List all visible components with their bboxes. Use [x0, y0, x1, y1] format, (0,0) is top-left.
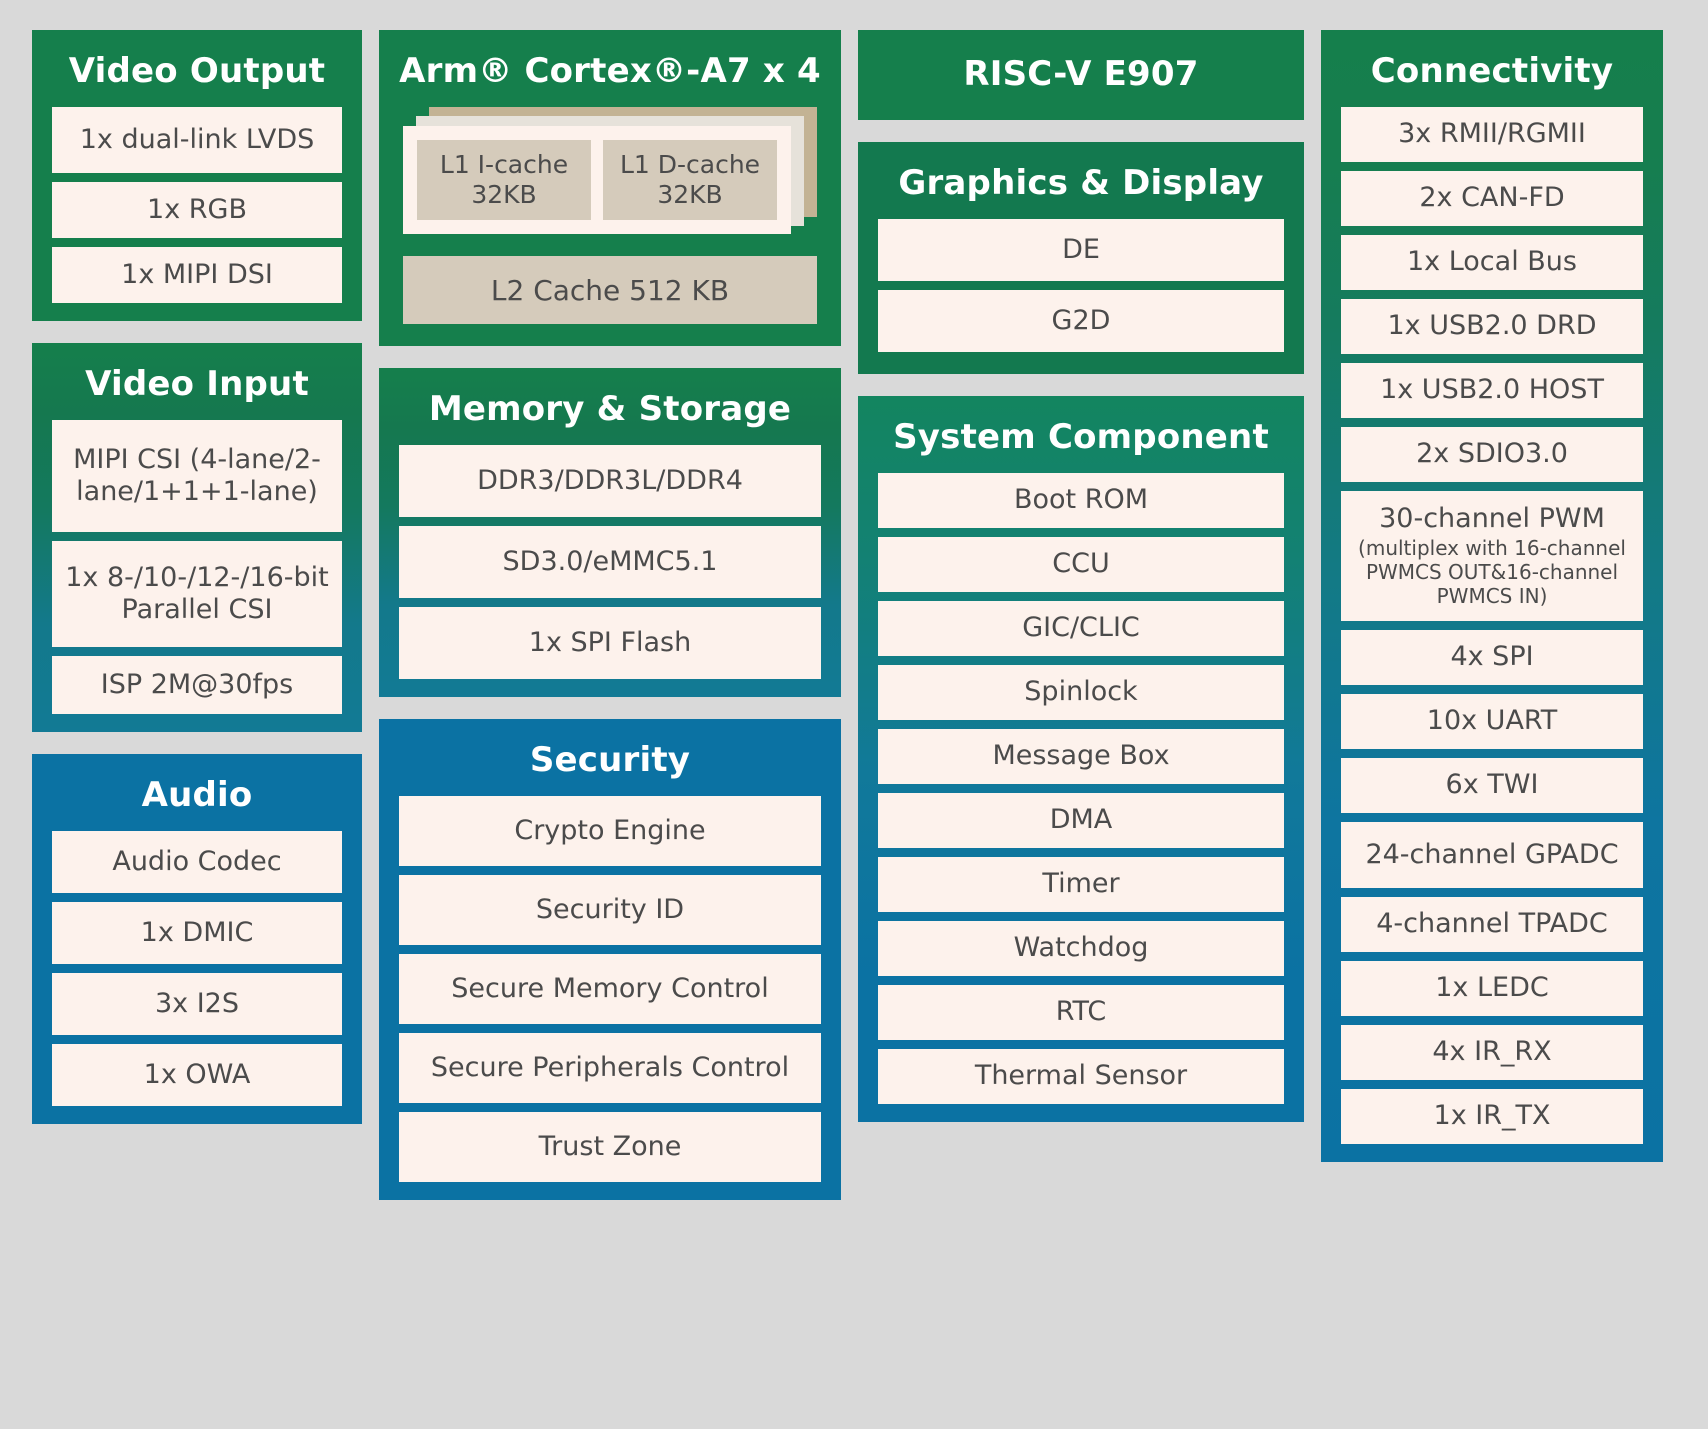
item-owa[interactable]: 1x OWA	[52, 1044, 342, 1107]
item-rtc[interactable]: RTC	[878, 985, 1284, 1041]
item-can-fd[interactable]: 2x CAN-FD	[1341, 171, 1643, 227]
item-secure-peripherals-control[interactable]: Secure Peripherals Control	[399, 1033, 821, 1104]
item-sdio[interactable]: 2x SDIO3.0	[1341, 427, 1643, 483]
item-trust-zone[interactable]: Trust Zone	[399, 1112, 821, 1183]
item-gpadc[interactable]: 24-channel GPADC	[1341, 822, 1643, 889]
panel-connectivity: Connectivity 3x RMII/RGMII 2x CAN-FD 1x …	[1321, 30, 1663, 1163]
item-tpadc[interactable]: 4-channel TPADC	[1341, 897, 1643, 953]
column-system: RISC-V E907 Graphics & Display DE G2D Sy…	[858, 30, 1304, 1123]
item-pwm-detail: (multiplex with 16-channel PWMCS OUT&16-…	[1358, 535, 1626, 609]
panel-title-system-component: System Component	[893, 417, 1269, 458]
item-parallel-csi[interactable]: 1x 8-/10-/12-/16-bit Parallel CSI	[52, 541, 342, 648]
panel-title-security: Security	[529, 740, 691, 781]
item-g2d[interactable]: G2D	[878, 290, 1284, 353]
column-left: Video Output 1x dual-link LVDS 1x RGB 1x…	[32, 30, 362, 1125]
item-mipi-dsi[interactable]: 1x MIPI DSI	[52, 247, 342, 304]
video-output-items: 1x dual-link LVDS 1x RGB 1x MIPI DSI	[52, 107, 342, 304]
item-rgb[interactable]: 1x RGB	[52, 182, 342, 239]
memory-storage-items: DDR3/DDR3L/DDR4 SD3.0/eMMC5.1 1x SPI Fla…	[399, 445, 821, 680]
panel-riscv-e907: RISC-V E907	[858, 30, 1304, 120]
item-ir-tx[interactable]: 1x IR_TX	[1341, 1089, 1643, 1145]
item-boot-rom[interactable]: Boot ROM	[878, 473, 1284, 529]
item-usb-host[interactable]: 1x USB2.0 HOST	[1341, 363, 1643, 419]
connectivity-items: 3x RMII/RGMII 2x CAN-FD 1x Local Bus 1x …	[1341, 107, 1643, 1145]
item-dma[interactable]: DMA	[878, 793, 1284, 849]
panel-title-graphics-display: Graphics & Display	[898, 163, 1264, 203]
item-thermal-sensor[interactable]: Thermal Sensor	[878, 1049, 1284, 1105]
graphics-display-items: DE G2D	[878, 219, 1284, 353]
item-ir-rx[interactable]: 4x IR_RX	[1341, 1025, 1643, 1081]
item-pwm[interactable]: 30-channel PWM (multiplex with 16-channe…	[1341, 491, 1643, 622]
panel-audio: Audio Audio Codec 1x DMIC 3x I2S 1x OWA	[32, 754, 362, 1125]
item-ccu[interactable]: CCU	[878, 537, 1284, 593]
item-dmic[interactable]: 1x DMIC	[52, 902, 342, 965]
item-spinlock[interactable]: Spinlock	[878, 665, 1284, 721]
column-cpu: Arm® Cortex®-A7 x 4 L1 I-cache 32KB L1 D…	[379, 30, 841, 1201]
panel-graphics-display: Graphics & Display DE G2D	[858, 142, 1304, 375]
panel-security: Security Crypto Engine Security ID Secur…	[379, 719, 841, 1201]
system-component-items: Boot ROM CCU GIC/CLIC Spinlock Message B…	[878, 473, 1284, 1105]
audio-items: Audio Codec 1x DMIC 3x I2S 1x OWA	[52, 831, 342, 1107]
item-twi[interactable]: 6x TWI	[1341, 758, 1643, 814]
item-ddr[interactable]: DDR3/DDR3L/DDR4	[399, 445, 821, 518]
item-audio-codec[interactable]: Audio Codec	[52, 831, 342, 894]
item-gic-clic[interactable]: GIC/CLIC	[878, 601, 1284, 657]
panel-video-input: Video Input MIPI CSI (4-lane/2-lane/1+1+…	[32, 343, 362, 733]
panel-title-arm-cortex: Arm® Cortex®-A7 x 4	[399, 51, 821, 91]
panel-title-video-input: Video Input	[85, 364, 309, 405]
item-pwm-headline: 30-channel PWM	[1379, 503, 1605, 535]
l1-dcache-box[interactable]: L1 D-cache 32KB	[603, 140, 777, 221]
cpu-core-stack: L1 I-cache 32KB L1 D-cache 32KB	[403, 107, 817, 242]
panel-memory-storage: Memory & Storage DDR3/DDR3L/DDR4 SD3.0/e…	[379, 368, 841, 698]
panel-title-audio: Audio	[141, 775, 253, 816]
l1-icache-box[interactable]: L1 I-cache 32KB	[417, 140, 591, 221]
panel-title-memory-storage: Memory & Storage	[428, 389, 792, 430]
item-isp[interactable]: ISP 2M@30fps	[52, 656, 342, 715]
security-items: Crypto Engine Security ID Secure Memory …	[399, 796, 821, 1183]
panel-title-connectivity: Connectivity	[1370, 51, 1614, 91]
item-timer[interactable]: Timer	[878, 857, 1284, 913]
panel-video-output: Video Output 1x dual-link LVDS 1x RGB 1x…	[32, 30, 362, 322]
item-spi-flash[interactable]: 1x SPI Flash	[399, 607, 821, 680]
diagram-columns: Video Output 1x dual-link LVDS 1x RGB 1x…	[32, 30, 1684, 1405]
item-uart[interactable]: 10x UART	[1341, 694, 1643, 750]
column-connectivity: Connectivity 3x RMII/RGMII 2x CAN-FD 1x …	[1321, 30, 1663, 1163]
item-local-bus[interactable]: 1x Local Bus	[1341, 235, 1643, 291]
core-stack-layer-front: L1 I-cache 32KB L1 D-cache 32KB	[403, 126, 791, 235]
item-message-box[interactable]: Message Box	[878, 729, 1284, 785]
panel-arm-cortex-a7: Arm® Cortex®-A7 x 4 L1 I-cache 32KB L1 D…	[379, 30, 841, 347]
item-ledc[interactable]: 1x LEDC	[1341, 961, 1643, 1017]
item-sd-emmc[interactable]: SD3.0/eMMC5.1	[399, 526, 821, 599]
item-crypto-engine[interactable]: Crypto Engine	[399, 796, 821, 867]
video-input-items: MIPI CSI (4-lane/2-lane/1+1+1-lane) 1x 8…	[52, 420, 342, 715]
item-lvds[interactable]: 1x dual-link LVDS	[52, 107, 342, 174]
item-mipi-csi[interactable]: MIPI CSI (4-lane/2-lane/1+1+1-lane)	[52, 420, 342, 533]
item-i2s[interactable]: 3x I2S	[52, 973, 342, 1036]
item-rmii-rgmii[interactable]: 3x RMII/RGMII	[1341, 107, 1643, 163]
item-secure-memory-control[interactable]: Secure Memory Control	[399, 954, 821, 1025]
panel-title-video-output: Video Output	[68, 51, 326, 91]
item-watchdog[interactable]: Watchdog	[878, 921, 1284, 977]
l2-cache-box[interactable]: L2 Cache 512 KB	[403, 256, 817, 325]
item-spi[interactable]: 4x SPI	[1341, 630, 1643, 686]
panel-system-component: System Component Boot ROM CCU GIC/CLIC S…	[858, 396, 1304, 1123]
item-security-id[interactable]: Security ID	[399, 875, 821, 946]
item-usb-drd[interactable]: 1x USB2.0 DRD	[1341, 299, 1643, 355]
panel-title-riscv: RISC-V E907	[963, 54, 1199, 95]
item-de[interactable]: DE	[878, 219, 1284, 282]
